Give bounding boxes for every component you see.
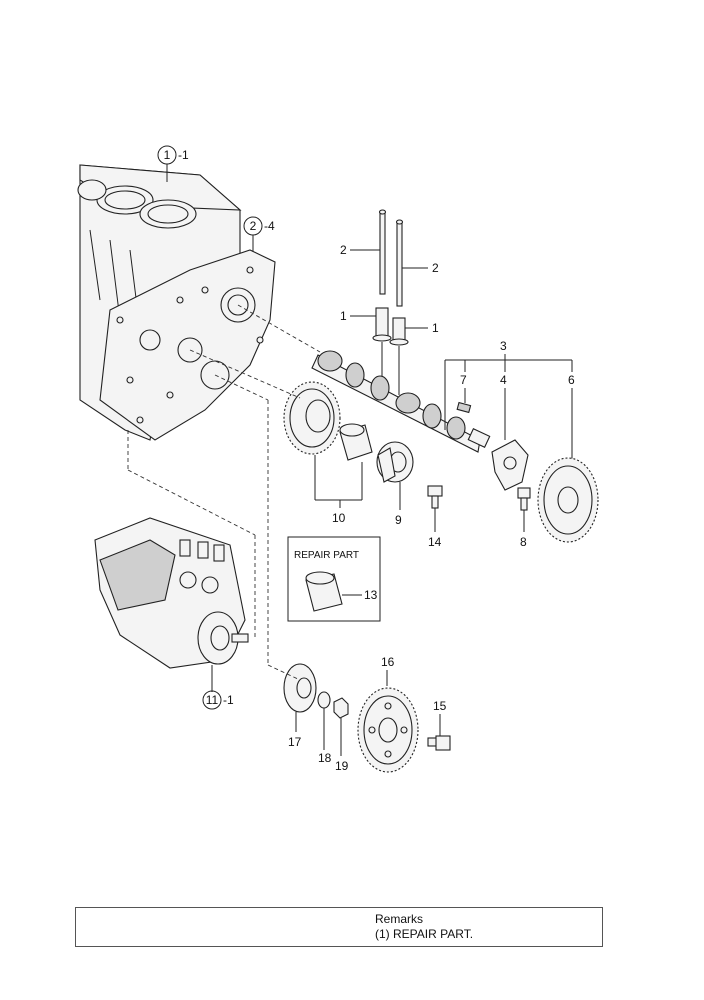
ref-pump-number: 11 — [206, 693, 219, 707]
idle-gear — [283, 381, 341, 500]
idle-gear-bolt: 14 — [427, 485, 443, 549]
label-part-3: 3 — [500, 339, 507, 353]
ref-block-suffix: -1 — [178, 148, 189, 162]
ref-pump-suffix: -1 — [223, 693, 234, 707]
label-part-2-left: 2 — [340, 243, 347, 257]
tappets: 1 1 — [340, 307, 439, 395]
pump-drive-hub: 17 — [283, 663, 317, 749]
label-part-8: 8 — [520, 535, 527, 549]
pump-gear-bolt: 15 — [427, 699, 451, 751]
push-rods: 2 2 — [340, 209, 439, 307]
label-part-16: 16 — [381, 655, 395, 669]
ref-plate-suffix: -4 — [264, 219, 275, 233]
injection-pump — [94, 517, 249, 669]
ref-callout-plate: 2 -4 — [243, 216, 275, 252]
idle-gear-shaft: 9 — [376, 441, 414, 527]
label-part-4: 4 — [500, 373, 507, 387]
lock-washer: 18 — [317, 691, 332, 765]
camshaft-key: 7 — [456, 373, 472, 414]
ref-callout-block: 1 -1 — [157, 145, 189, 182]
label-part-19: 19 — [335, 759, 349, 773]
fuel-pump-gear: 16 — [357, 655, 419, 773]
thrust-plate-bolt: 8 — [517, 487, 531, 549]
remarks-box: Remarks (1) REPAIR PART. — [75, 907, 603, 947]
hub-nut: 19 — [333, 697, 349, 773]
ref-block-number: 1 — [164, 148, 171, 162]
label-part-10: 10 — [332, 511, 346, 525]
alignment-lines — [127, 304, 321, 681]
camshaft — [311, 350, 491, 453]
label-group-3: 3 — [444, 339, 573, 430]
remarks-line: (1) REPAIR PART. — [375, 927, 474, 941]
label-part-18: 18 — [318, 751, 332, 765]
label-part-9: 9 — [395, 513, 402, 527]
label-part-1-right: 1 — [432, 321, 439, 335]
label-part-13: 13 — [364, 588, 378, 602]
remarks-title: Remarks — [375, 912, 424, 926]
label-part-15: 15 — [433, 699, 447, 713]
repair-part-title: REPAIR PART — [294, 550, 359, 561]
idle-gear-bush: 10 — [315, 423, 373, 525]
thrust-plate: 4 — [491, 373, 529, 491]
label-part-17: 17 — [288, 735, 302, 749]
label-part-1-left: 1 — [340, 309, 347, 323]
label-part-7: 7 — [460, 373, 467, 387]
repair-part-box: REPAIR PART 13 — [287, 536, 381, 622]
label-part-2-right: 2 — [432, 261, 439, 275]
label-part-6: 6 — [568, 373, 575, 387]
gear-case-plate — [99, 249, 276, 441]
ref-callout-pump: 11 -1 — [202, 665, 234, 710]
cam-gear: 6 — [537, 373, 599, 543]
ref-plate-number: 2 — [250, 219, 257, 233]
label-part-14: 14 — [428, 535, 442, 549]
